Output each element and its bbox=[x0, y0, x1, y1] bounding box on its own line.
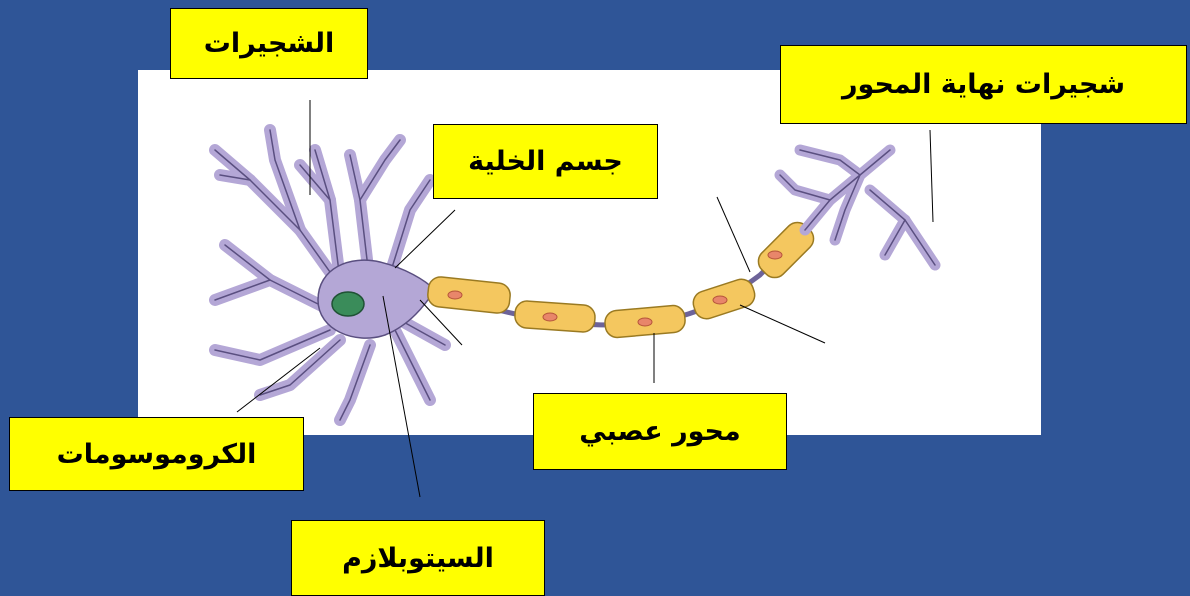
nucleus bbox=[332, 292, 364, 316]
label-axon: محور عصبي bbox=[533, 393, 787, 470]
label-cell-body: جسم الخلية bbox=[433, 124, 658, 199]
label-axon-terminals: شجيرات نهاية المحور bbox=[780, 45, 1187, 124]
label-dendrites: الشجيرات bbox=[170, 8, 368, 79]
label-chromosomes: الكروموسومات bbox=[9, 417, 304, 491]
label-cytoplasm: السيتوبلازم bbox=[291, 520, 545, 596]
